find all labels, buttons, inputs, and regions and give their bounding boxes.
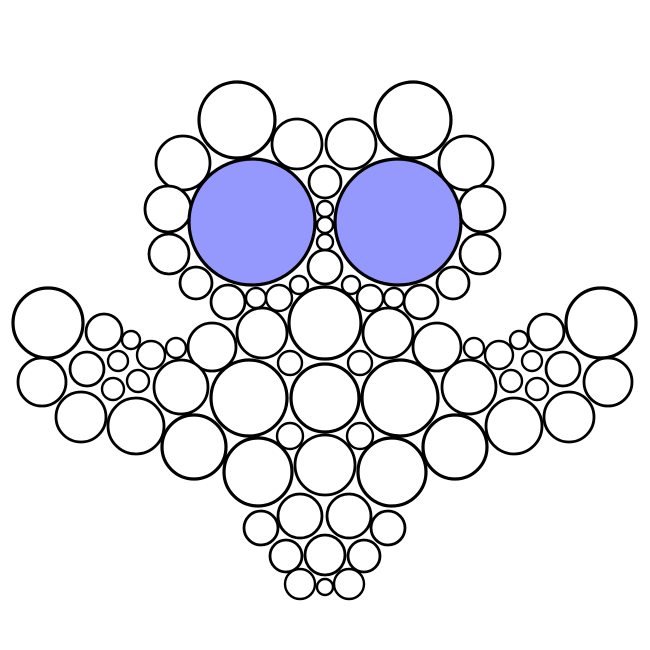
- packed-circle: [268, 538, 304, 574]
- packed-circle: [346, 349, 374, 377]
- packed-circle: [289, 362, 361, 434]
- packed-circle: [152, 358, 210, 416]
- packed-circle: [373, 80, 453, 160]
- packed-circle: [498, 368, 524, 394]
- packed-circle: [315, 199, 335, 219]
- left-eye-circle: [187, 157, 317, 287]
- packed-circle: [544, 350, 582, 388]
- packed-circle: [324, 117, 378, 171]
- packed-circle: [306, 248, 344, 286]
- packed-circle: [178, 265, 214, 301]
- packed-circle: [526, 312, 566, 352]
- packed-circle: [524, 376, 550, 402]
- packed-circle: [325, 492, 373, 540]
- packed-circle: [209, 358, 289, 438]
- packed-circle: [564, 286, 638, 360]
- packed-circle: [276, 492, 324, 540]
- packed-circle: [288, 274, 310, 296]
- packed-circle: [54, 390, 108, 444]
- packed-circle: [508, 329, 530, 351]
- packed-circle: [345, 421, 375, 451]
- packed-circle: [68, 350, 106, 388]
- packed-circle: [164, 336, 188, 360]
- packed-circle: [275, 421, 305, 451]
- packed-circle: [135, 339, 167, 371]
- packed-circle: [340, 274, 362, 296]
- packed-circle: [106, 349, 130, 373]
- packed-circle: [355, 283, 385, 313]
- packed-circle: [242, 509, 280, 547]
- packed-circle: [186, 321, 238, 373]
- packed-circle: [315, 577, 335, 597]
- packed-circle: [483, 339, 515, 371]
- packed-circle: [283, 567, 317, 601]
- packed-circle: [293, 433, 357, 497]
- packed-circle: [421, 413, 489, 481]
- packed-circle: [222, 436, 294, 508]
- packed-circle: [106, 396, 166, 456]
- packed-circle: [287, 285, 363, 361]
- packed-circle: [356, 436, 428, 508]
- packed-circle: [120, 329, 142, 351]
- packed-circle: [270, 117, 324, 171]
- packed-circle: [484, 396, 544, 456]
- packed-circle: [303, 533, 347, 577]
- packed-circle: [315, 232, 335, 252]
- right-eye-circle: [333, 157, 463, 287]
- packed-circle: [346, 538, 382, 574]
- packed-circle: [197, 80, 277, 160]
- packed-circle: [582, 356, 634, 408]
- packed-circle: [315, 215, 335, 235]
- packed-circle: [402, 283, 440, 321]
- packed-circle: [276, 349, 304, 377]
- packed-circle: [435, 265, 471, 301]
- packed-circle: [209, 283, 247, 321]
- packed-circle: [542, 390, 596, 444]
- packed-circle: [264, 283, 294, 313]
- packed-circle: [382, 286, 406, 310]
- packed-circle: [84, 312, 124, 352]
- packed-circle: [16, 356, 68, 408]
- packed-circle: [100, 376, 126, 402]
- packed-circle: [125, 368, 151, 394]
- packed-circle: [369, 509, 407, 547]
- circle-group: [11, 80, 638, 601]
- packed-circle: [411, 321, 463, 373]
- packed-circle: [462, 336, 486, 360]
- packed-circle: [458, 232, 502, 276]
- packed-circle: [361, 306, 415, 360]
- packed-circle: [244, 286, 268, 310]
- packed-circle: [332, 567, 366, 601]
- packed-circle: [307, 164, 343, 200]
- packed-circle: [235, 306, 289, 360]
- packed-circle: [143, 184, 193, 234]
- packed-circle: [457, 184, 507, 234]
- packed-circle: [11, 286, 85, 360]
- packed-circle: [160, 413, 228, 481]
- packed-circle: [520, 349, 544, 373]
- packed-circle: [440, 358, 498, 416]
- packed-circle: [147, 232, 191, 276]
- packed-circle: [437, 134, 495, 192]
- packed-circle: [360, 358, 440, 438]
